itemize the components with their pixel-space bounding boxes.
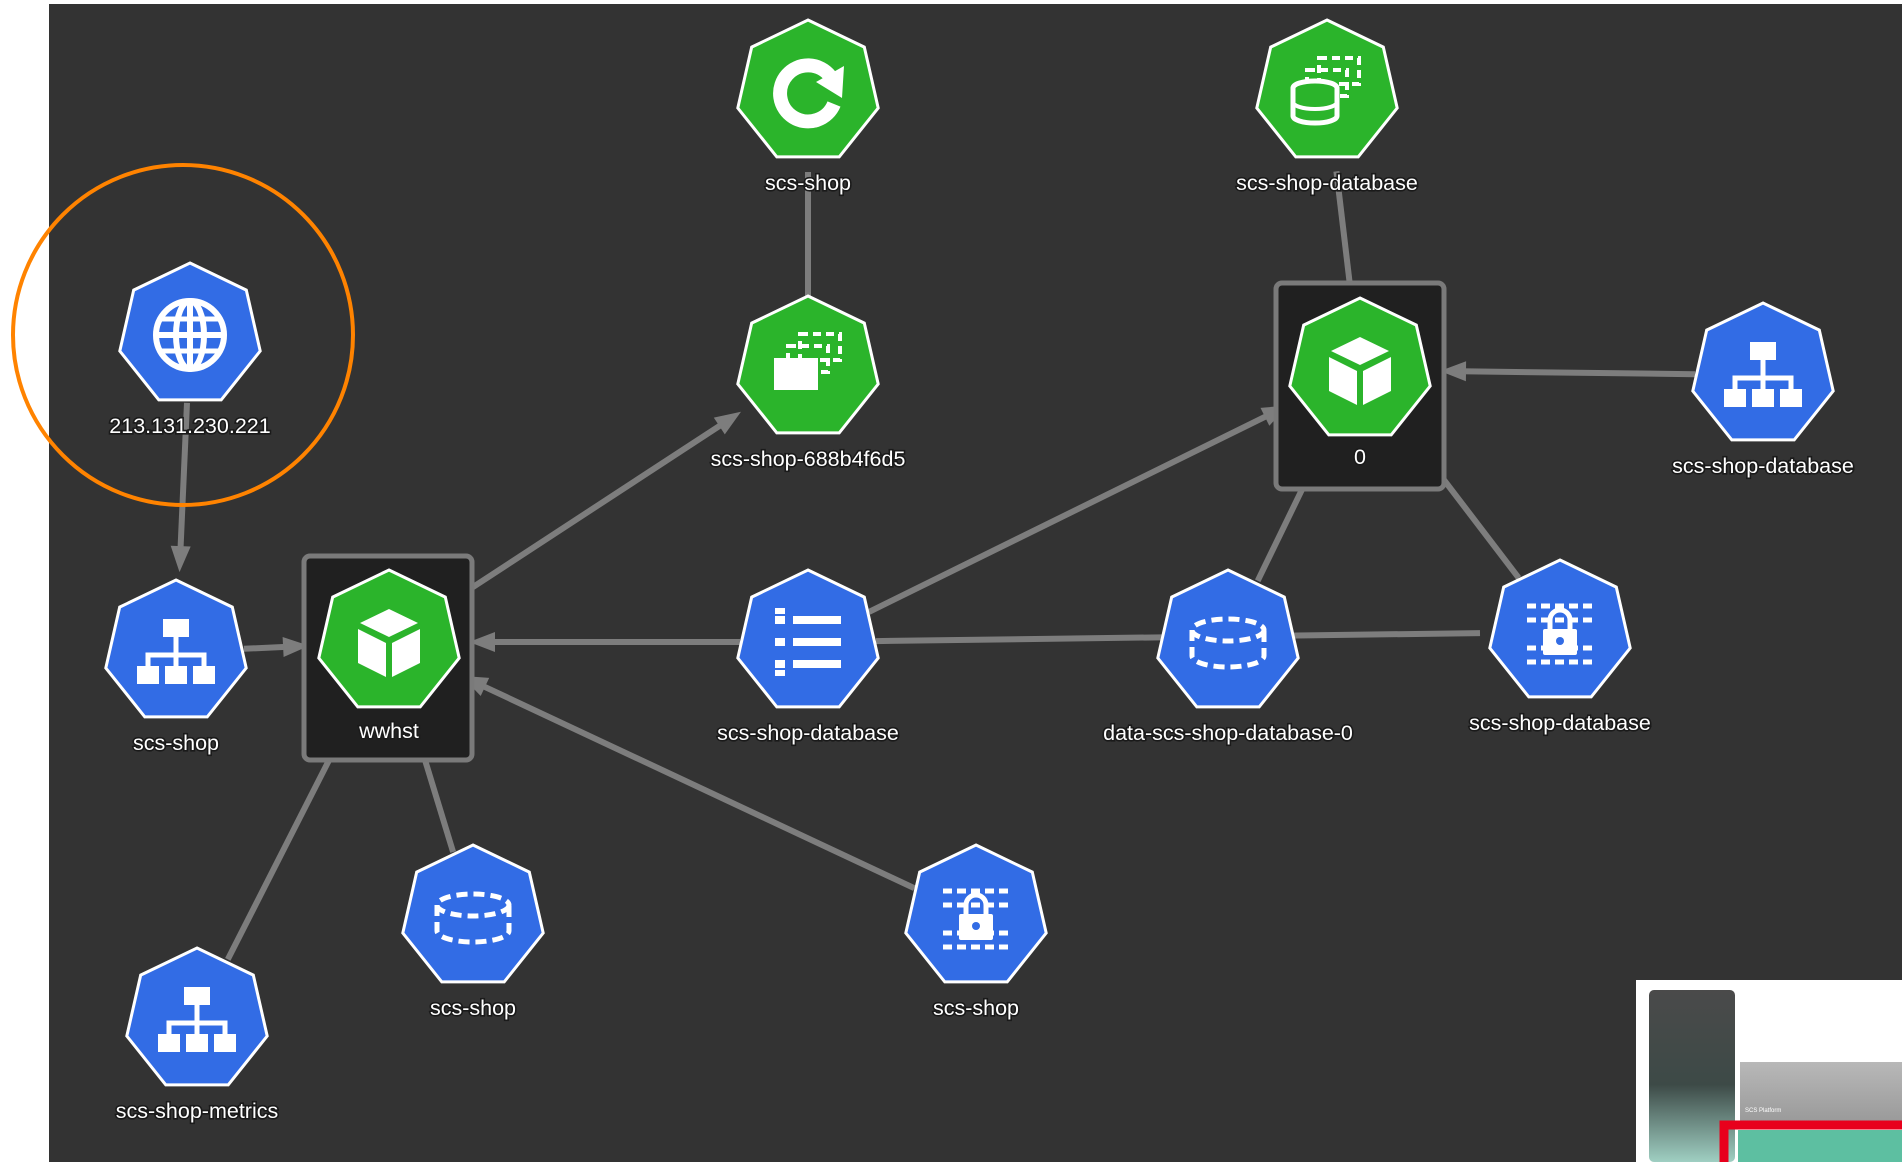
edge-pod_wwhst-to-rs_shop[interactable] <box>444 411 741 608</box>
node-label: scs-shop <box>430 996 516 1020</box>
deployment-refresh-icon <box>773 58 844 129</box>
replicaset-icon <box>774 332 842 390</box>
pod-node-shape <box>317 568 461 709</box>
pod-node-shape <box>1288 296 1432 437</box>
volume-claim-icon <box>1189 616 1267 670</box>
service-icon <box>137 619 215 684</box>
node-label: scs-shop <box>933 996 1019 1020</box>
edge-svc_db-to-pod_0[interactable] <box>1440 361 1696 382</box>
node-label: data-scs-shop-database-0 <box>1103 721 1353 745</box>
configmap-list-icon <box>775 608 841 676</box>
edge-arrowhead <box>170 545 191 573</box>
node-label: wwhst <box>358 719 419 743</box>
secret-node-shape <box>904 843 1048 984</box>
edge-svc_shop-to-pod_wwhst[interactable] <box>243 637 310 657</box>
edge-arrowhead <box>1440 361 1467 382</box>
node-label: scs-shop-688b4f6d5 <box>711 447 906 471</box>
node-pod-pod_wwhst[interactable]: wwhst <box>317 568 461 745</box>
node-secret-secret_db[interactable]: scs-shop-database <box>1468 558 1652 737</box>
volume-claim-icon <box>434 891 512 945</box>
edge-arrowhead <box>469 632 495 652</box>
node-service-svc_db[interactable]: scs-shop-database <box>1671 301 1855 480</box>
service-icon <box>1724 342 1802 407</box>
secret-node-shape <box>1488 558 1632 699</box>
minimap-header-band <box>1740 1062 1902 1122</box>
node-pod-pod_0[interactable]: 0 <box>1288 296 1432 471</box>
edge-cm_db-to-pod_wwhst[interactable] <box>469 632 740 652</box>
secret-icon <box>943 888 1009 950</box>
pod-cube-icon <box>1329 337 1391 405</box>
node-replicaset-rs_shop[interactable]: scs-shop-688b4f6d5 <box>709 294 907 473</box>
node-label: scs-shop-database <box>1672 454 1854 478</box>
node-statefulset-sts_db[interactable]: scs-shop-database <box>1235 18 1419 197</box>
edge-arrowhead <box>282 637 310 657</box>
service-icon <box>158 987 236 1052</box>
node-secret-secret_shop[interactable]: scs-shop <box>904 843 1048 1022</box>
globe-icon <box>153 298 227 372</box>
minimap-caption: SCS Platform <box>1745 1108 1781 1114</box>
minimap-content <box>1738 1130 1902 1162</box>
deployment-node-shape <box>736 18 880 159</box>
node-label: scs-shop-database <box>717 721 899 745</box>
node-pvc-pvc_shop[interactable]: scs-shop <box>401 843 545 1022</box>
highlight-layer <box>11 163 355 507</box>
secret-icon <box>1527 603 1593 665</box>
edge-arrowhead <box>713 411 741 435</box>
pod-cube-icon <box>358 609 420 677</box>
node-label: scs-shop <box>133 731 219 755</box>
minimap[interactable]: SCS Platform <box>1636 980 1902 1162</box>
node-label: scs-shop-metrics <box>116 1099 278 1123</box>
pvc-node-shape <box>1156 568 1300 709</box>
node-label: 213.131.230.221 <box>109 414 270 438</box>
node-pvc-pvc_data[interactable]: data-scs-shop-database-0 <box>1102 568 1355 747</box>
edge-ip-to-svc_shop[interactable] <box>170 402 191 573</box>
node-label: scs-shop <box>765 171 851 195</box>
node-label: 0 <box>1354 445 1366 469</box>
minimap-viewport-indicator[interactable] <box>1719 1120 1902 1162</box>
node-configmap-cm_db[interactable]: scs-shop-database <box>716 568 900 747</box>
minimap-sidebar <box>1649 990 1735 1162</box>
node-label: scs-shop-database <box>1469 711 1651 735</box>
node-service-svc_metrics[interactable]: scs-shop-metrics <box>114 946 280 1125</box>
pvc-node-shape <box>401 843 545 984</box>
node-ip-ip[interactable]: 213.131.230.221 <box>108 261 272 440</box>
selection-highlight-ring <box>11 163 355 507</box>
node-deployment-deploy_shop[interactable]: scs-shop <box>736 18 880 197</box>
nodes-layer: 213.131.230.221 scs-shop scs-shop-metrics w… <box>104 18 1855 1125</box>
node-service-svc_shop[interactable]: scs-shop <box>104 578 248 757</box>
node-label: scs-shop-database <box>1236 171 1418 195</box>
statefulset-icon <box>1290 56 1361 126</box>
